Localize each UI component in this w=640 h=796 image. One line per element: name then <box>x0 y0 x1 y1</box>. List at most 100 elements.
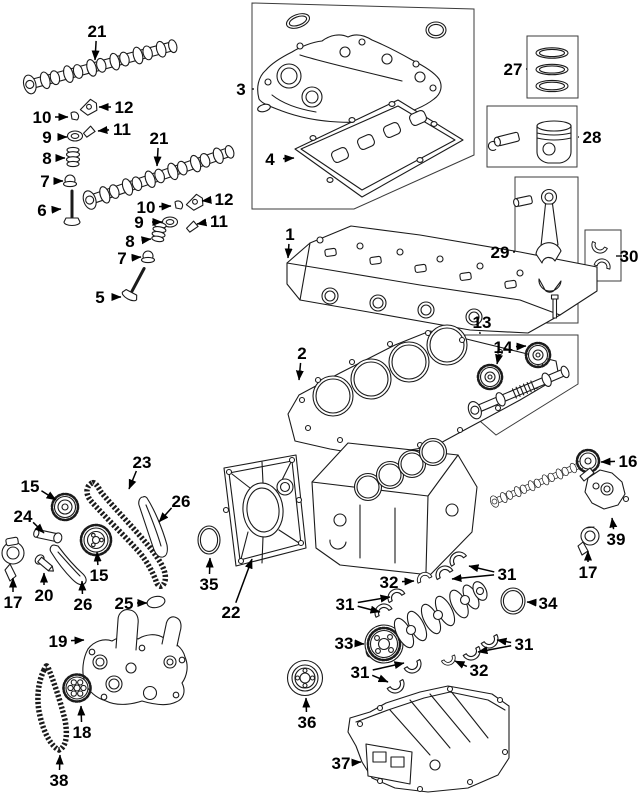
callout-leader-21 <box>91 40 100 61</box>
part-label-12[interactable]: 12 <box>115 98 134 117</box>
part-label-28[interactable]: 28 <box>583 128 602 147</box>
part-18-pump-sprocket <box>62 673 92 703</box>
part-10-adjuster <box>70 111 80 121</box>
callout-leader-16 <box>600 457 616 466</box>
part-5-valve <box>121 267 146 302</box>
box-piston-rings <box>526 35 579 99</box>
callout-leader-34 <box>526 598 537 607</box>
part-label-31[interactable]: 31 <box>515 635 534 654</box>
cover-oring <box>425 21 447 39</box>
part-label-33[interactable]: 33 <box>335 634 354 653</box>
part-10-adjuster <box>174 200 184 210</box>
part-label-15[interactable]: 15 <box>90 566 109 585</box>
part-label-17[interactable]: 17 <box>4 593 23 612</box>
part-label-23[interactable]: 23 <box>133 453 152 472</box>
part-label-24[interactable]: 24 <box>14 507 33 526</box>
part-9-retainer <box>66 130 84 142</box>
part-label-8[interactable]: 8 <box>42 149 51 168</box>
callout-leader-26 <box>158 507 173 523</box>
part-8-spring <box>151 221 167 243</box>
part-label-35[interactable]: 35 <box>200 575 219 594</box>
part-label-34[interactable]: 34 <box>539 594 558 613</box>
part-12-rocker-arm <box>185 193 204 211</box>
part-label-32[interactable]: 32 <box>470 661 489 680</box>
part-label-39[interactable]: 39 <box>607 530 626 549</box>
callout-leader-19 <box>70 636 85 645</box>
part-label-11[interactable]: 11 <box>210 212 228 231</box>
part-label-17[interactable]: 17 <box>579 563 598 582</box>
part-11-keeper <box>186 220 199 233</box>
part-22-timing-cover <box>222 454 307 567</box>
part-label-6[interactable]: 6 <box>37 201 46 220</box>
part-label-10[interactable]: 10 <box>33 108 52 127</box>
part-label-21[interactable]: 21 <box>88 22 107 41</box>
part-label-22[interactable]: 22 <box>222 603 241 622</box>
part-label-13[interactable]: 13 <box>473 313 492 332</box>
part-label-21[interactable]: 21 <box>150 129 169 148</box>
part-label-9[interactable]: 9 <box>42 128 51 147</box>
part-1-cylinder-head <box>286 225 598 334</box>
part-label-31[interactable]: 31 <box>336 595 355 614</box>
callout-leader-2 <box>295 362 304 381</box>
part-label-32[interactable]: 32 <box>380 573 399 592</box>
part-15-sprocket-lower <box>79 523 113 557</box>
part-label-14[interactable]: 14 <box>494 338 513 357</box>
part-label-26[interactable]: 26 <box>172 492 191 511</box>
part-28-clip <box>487 140 497 151</box>
part-11-keeper <box>83 125 96 138</box>
part-label-31[interactable]: 31 <box>498 565 517 584</box>
part-label-10[interactable]: 10 <box>137 198 156 217</box>
part-label-29[interactable]: 29 <box>491 243 510 262</box>
part-label-15[interactable]: 15 <box>21 477 40 496</box>
part-label-19[interactable]: 19 <box>49 632 68 651</box>
part-label-31[interactable]: 31 <box>351 663 370 682</box>
part-21-camshaft-a <box>20 35 180 96</box>
part-label-20[interactable]: 20 <box>35 586 54 605</box>
part-label-8[interactable]: 8 <box>125 232 134 251</box>
engine-block <box>311 437 478 576</box>
part-label-12[interactable]: 12 <box>215 190 234 209</box>
callout-leader-32 <box>454 660 468 669</box>
part-label-5[interactable]: 5 <box>95 288 104 307</box>
part-label-7[interactable]: 7 <box>40 172 49 191</box>
part-label-30[interactable]: 30 <box>620 247 639 266</box>
part-label-16[interactable]: 16 <box>619 452 638 471</box>
part-7-valve-seal <box>62 174 78 188</box>
part-label-25[interactable]: 25 <box>115 594 134 613</box>
part-35-seal <box>197 525 221 555</box>
callout-leader-10 <box>158 202 172 211</box>
callout-leader-24 <box>32 521 45 534</box>
callout-leader-35 <box>205 557 214 575</box>
head-cam-caps <box>316 236 524 289</box>
head-ports <box>321 287 483 326</box>
part-20-bolt <box>34 554 54 572</box>
part-label-38[interactable]: 38 <box>50 771 69 790</box>
part-label-11[interactable]: 11 <box>113 120 131 139</box>
callout-leader-32 <box>401 577 415 586</box>
box-valve-cover <box>251 2 475 210</box>
part-label-27[interactable]: 27 <box>504 60 523 79</box>
part-38-pump-chain <box>35 663 70 753</box>
part-label-36[interactable]: 36 <box>298 713 317 732</box>
part-label-1[interactable]: 1 <box>285 225 294 244</box>
part-label-7[interactable]: 7 <box>117 249 126 268</box>
part-28-piston <box>487 120 572 164</box>
callout-leader-21 <box>153 147 162 167</box>
part-label-18[interactable]: 18 <box>73 723 92 742</box>
part-label-4[interactable]: 4 <box>265 150 275 169</box>
part-label-37[interactable]: 37 <box>332 754 351 773</box>
callout-leader-31 <box>357 605 381 614</box>
part-label-26[interactable]: 26 <box>74 595 93 614</box>
callout-leader-14 <box>515 342 527 351</box>
part-12-rocker-arm <box>79 98 98 116</box>
part-label-9[interactable]: 9 <box>134 213 143 232</box>
callout-leader-31 <box>496 637 512 646</box>
part-39-bracket <box>579 467 630 510</box>
box-piston <box>486 105 578 168</box>
part-label-3[interactable]: 3 <box>236 80 245 99</box>
part-label-2[interactable]: 2 <box>297 344 306 363</box>
part-36-crank-pulley <box>286 659 324 697</box>
callout-leader-22 <box>235 558 253 603</box>
part-3-valve-cover <box>257 13 447 123</box>
